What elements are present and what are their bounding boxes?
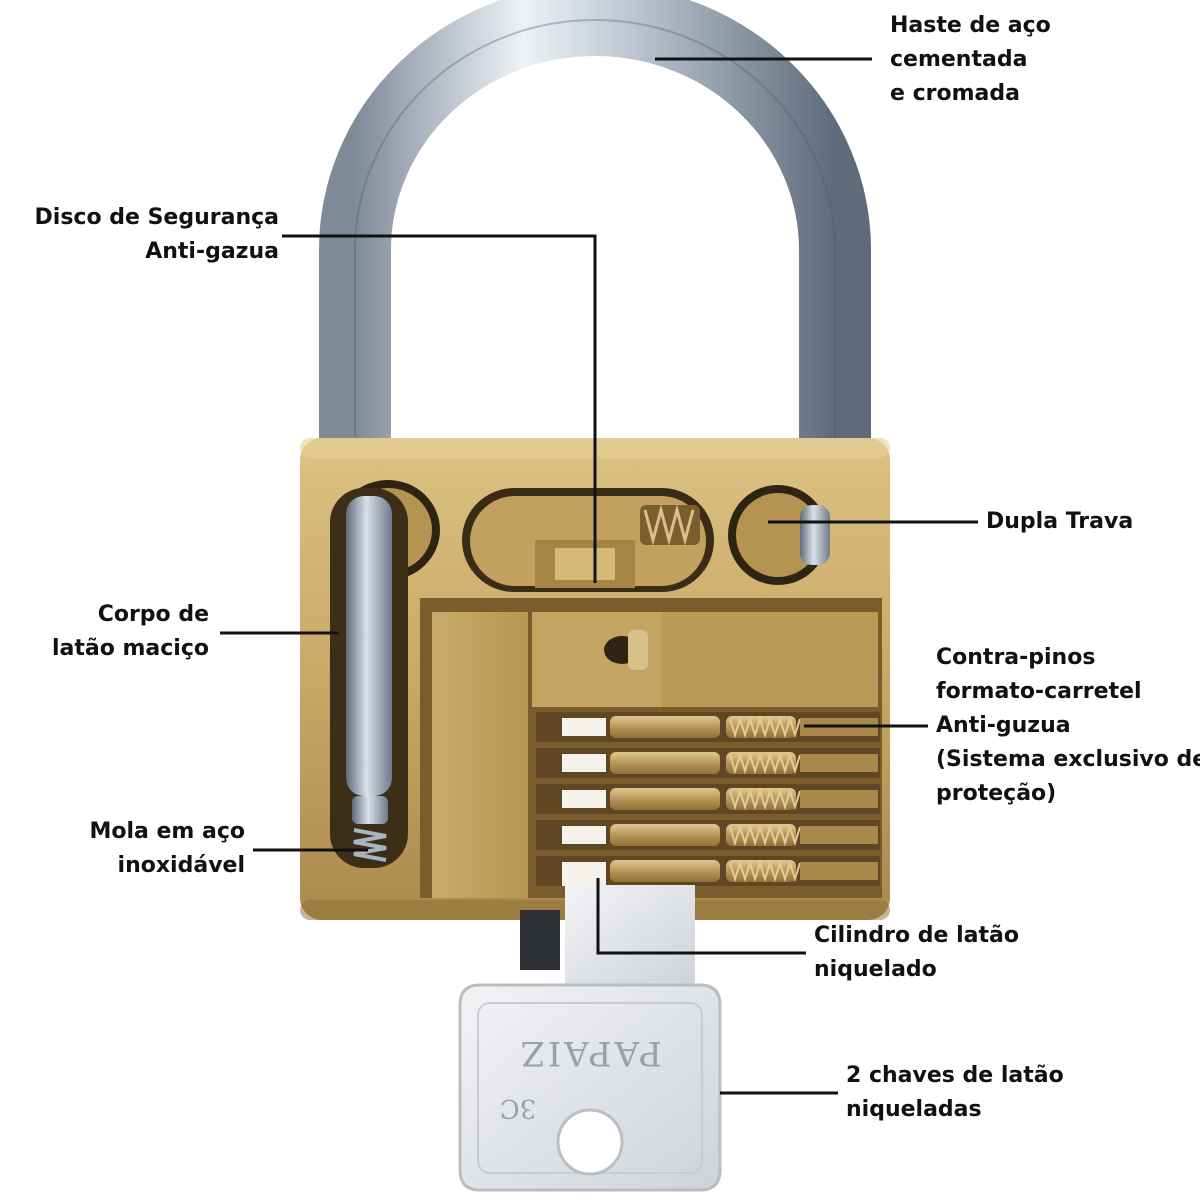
callout-disco-line-1: Disco de Segurança <box>34 205 279 230</box>
callout-corpo-line-1: Corpo de <box>97 602 209 627</box>
callout-contra-pinos-line-4: (Sistema exclusivo de <box>936 747 1200 772</box>
pin-white-segment <box>562 826 606 844</box>
callout-haste: Haste de aço cementada e cromada <box>890 9 1051 111</box>
callout-mola-line-2: inoxidável <box>117 853 245 878</box>
spool-pin <box>610 860 720 882</box>
key: PAPAIZ 3C <box>458 885 722 1192</box>
pin-spring <box>729 751 801 775</box>
pin-white-segment <box>562 754 606 772</box>
lock-spring-coil <box>640 504 700 546</box>
pin-row-white-bottom <box>562 870 606 886</box>
leader-cilindro <box>596 878 806 955</box>
callout-dupla-trava: Dupla Trava <box>986 505 1133 539</box>
callout-dupla-trava-line-1: Dupla Trava <box>986 509 1134 534</box>
spool-pin <box>610 752 720 774</box>
spool-pin <box>610 824 720 846</box>
callout-mola-line-1: Mola em aço <box>89 819 245 844</box>
callout-contra-pinos: Contra-pinos formato-carretel Anti-guzua… <box>936 641 1200 811</box>
callout-cilindro: Cilindro de latão niquelado <box>814 919 1019 987</box>
pin-row-end <box>800 862 878 880</box>
pin-spring <box>729 787 801 811</box>
callout-cilindro-line-2: niquelado <box>814 957 937 982</box>
callout-haste-line-3: e cromada <box>890 81 1020 106</box>
key-brand-engraving: PAPAIZ <box>518 1033 662 1073</box>
callout-cilindro-line-1: Cilindro de latão <box>814 923 1019 948</box>
leader-disco <box>282 234 597 583</box>
callout-haste-line-1: Haste de aço <box>890 13 1051 38</box>
callout-haste-line-2: cementada <box>890 47 1028 72</box>
callout-contra-pinos-line-2: formato-carretel <box>936 679 1142 704</box>
callout-chaves-line-1: 2 chaves de latão <box>846 1063 1064 1088</box>
pin-spring <box>729 823 801 847</box>
spool-pin <box>610 716 720 738</box>
callout-corpo-line-2: latão maciço <box>51 636 209 661</box>
leader-lines <box>220 57 978 1095</box>
callout-chaves-line-2: niqueladas <box>846 1097 982 1122</box>
callout-mola: Mola em aço inoxidável <box>0 815 245 883</box>
right-shackle-tip <box>800 505 830 565</box>
shackle <box>319 0 871 455</box>
pin-spring <box>729 715 801 739</box>
callout-contra-pinos-line-5: proteção) <box>936 781 1057 806</box>
callout-disco-line-2: Anti-gazua <box>145 239 279 264</box>
spool-pin-stacks <box>536 712 880 886</box>
key-code-engraving: 3C <box>500 1093 536 1123</box>
pin-row-end <box>800 790 878 808</box>
pin-white-segment <box>562 718 606 736</box>
spool-pin <box>610 788 720 810</box>
callout-chaves: 2 chaves de latão niqueladas <box>846 1059 1064 1127</box>
left-bolt-and-spring <box>330 488 408 868</box>
pin-row-end <box>800 754 878 772</box>
pin-row-end <box>800 826 878 844</box>
callout-corpo: Corpo de latão maciço <box>0 598 209 666</box>
pin-white-segment <box>562 790 606 808</box>
pin-spring <box>729 859 801 883</box>
callout-contra-pinos-line-3: Anti-guzua <box>936 713 1071 738</box>
callout-disco: Disco de Segurança Anti-gazua <box>0 201 279 269</box>
callout-contra-pinos-line-1: Contra-pinos <box>936 645 1096 670</box>
